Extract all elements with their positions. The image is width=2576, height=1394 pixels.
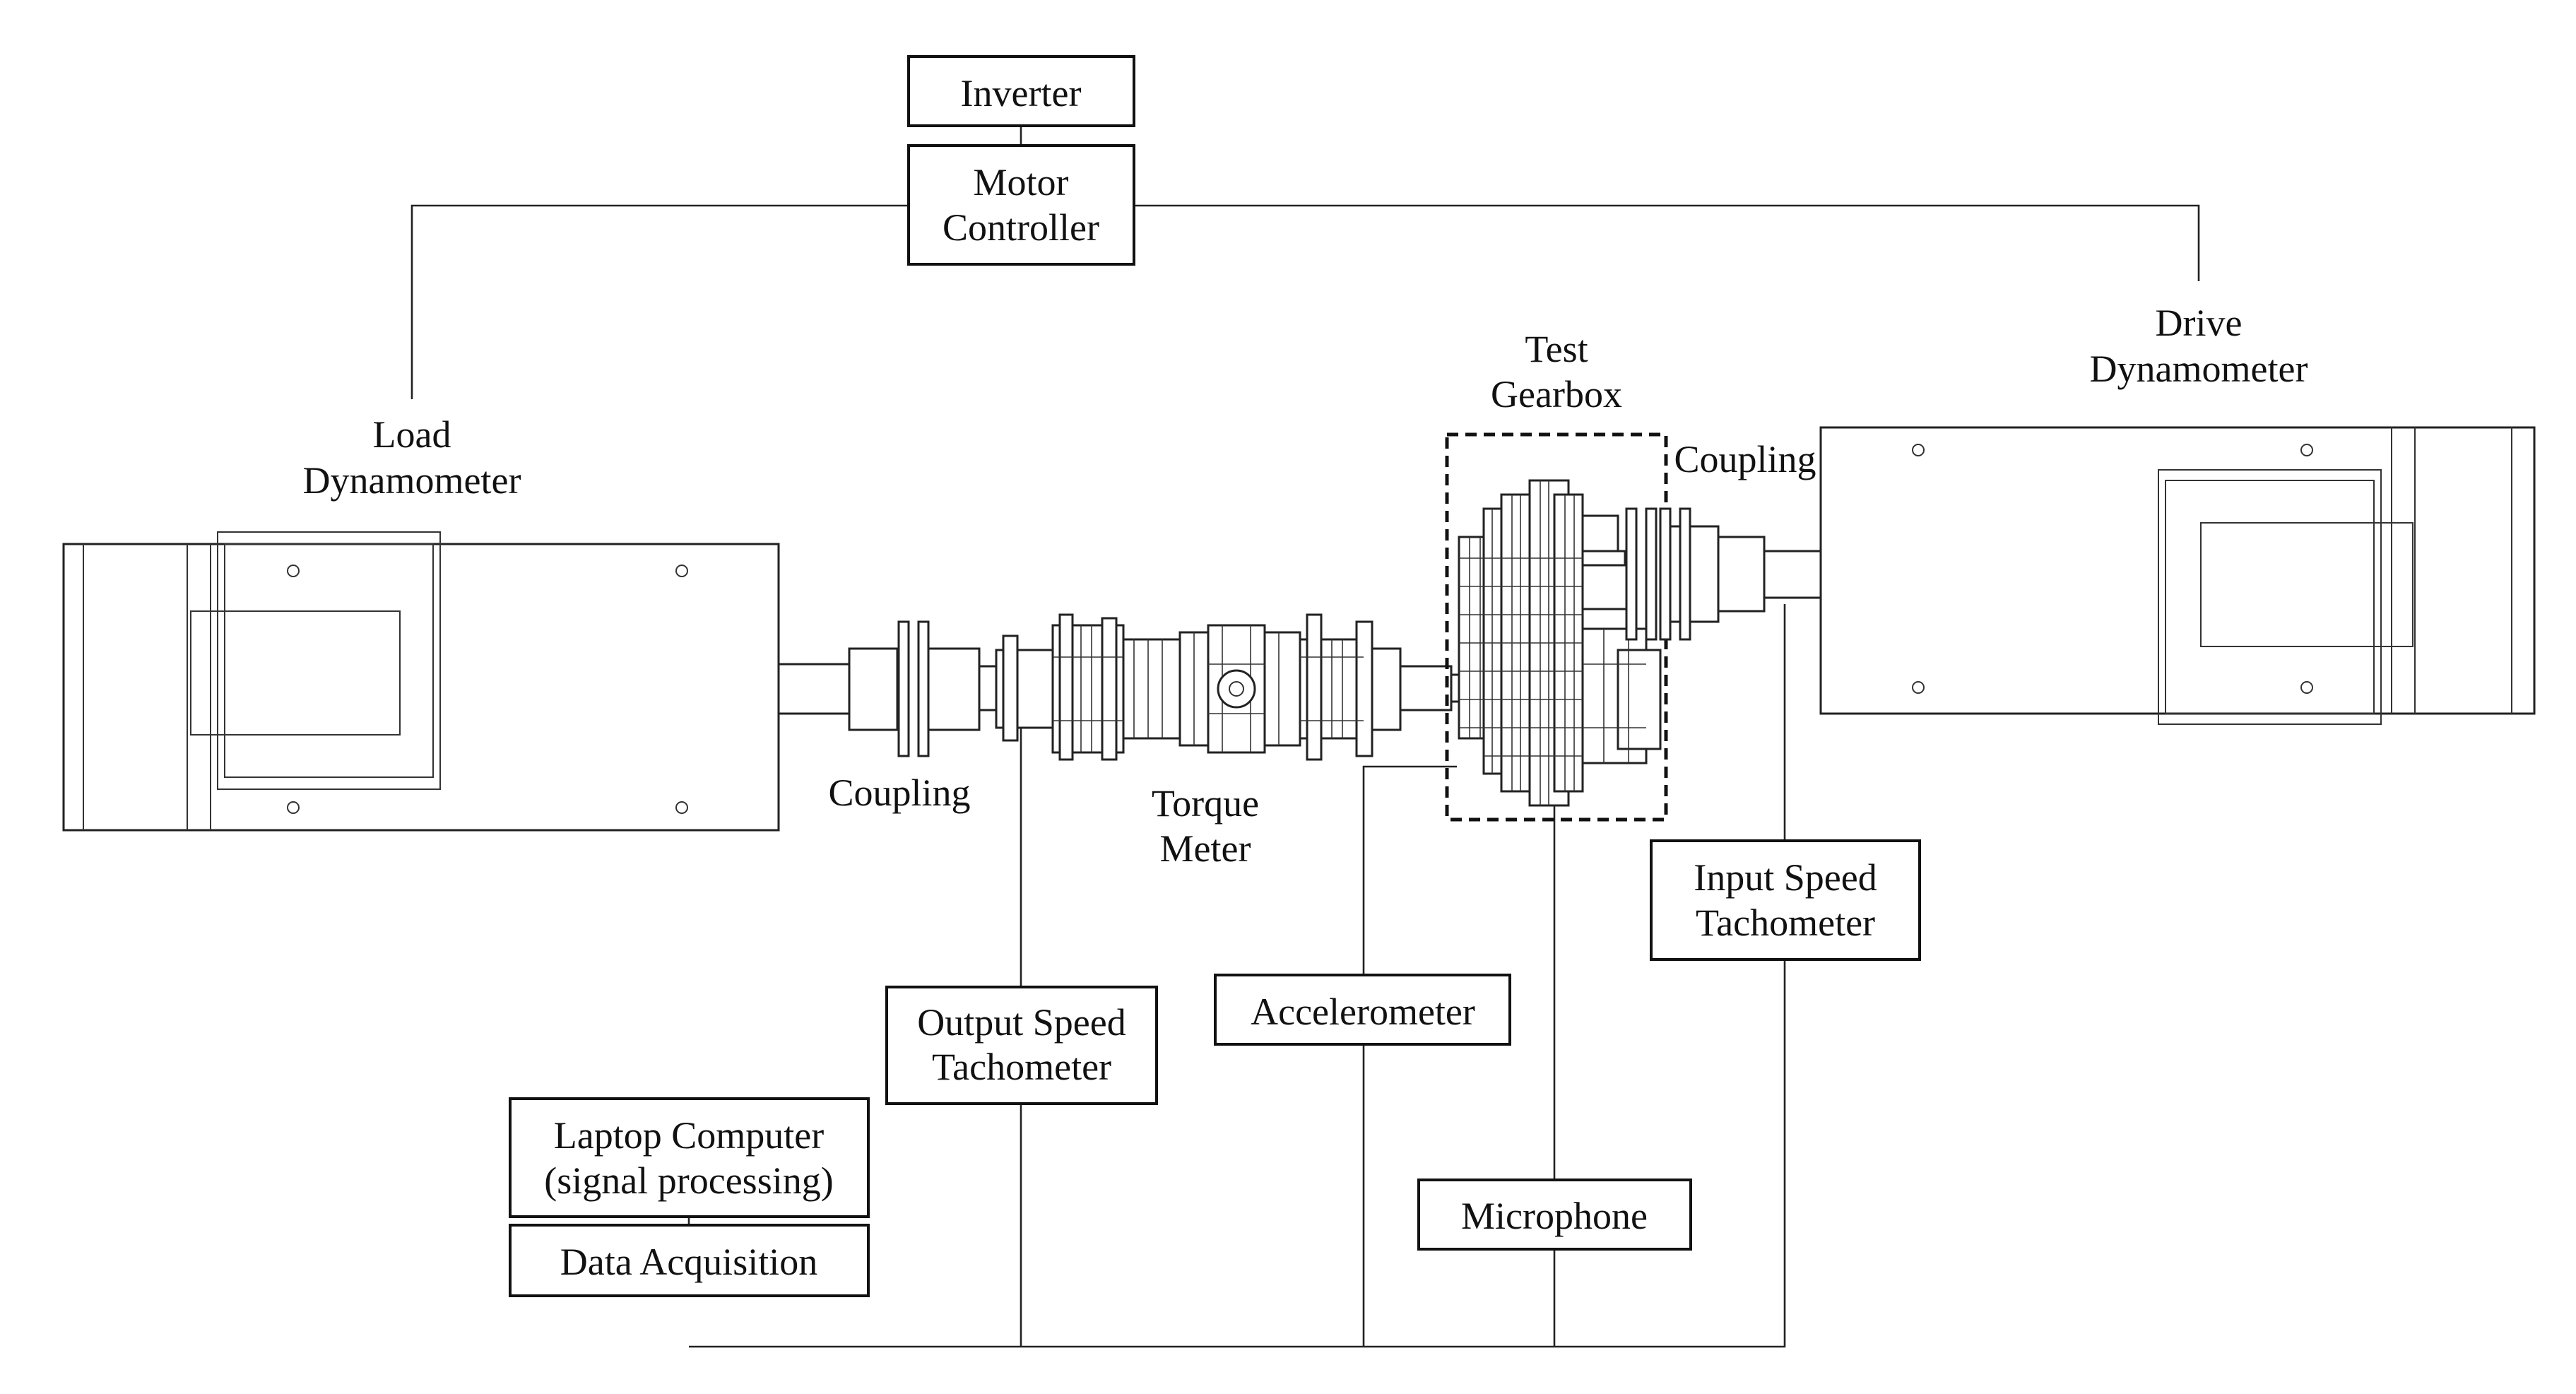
coupling-left [848, 620, 1009, 757]
output-speed-tachometer-box: Output Speed Tachometer [885, 986, 1158, 1105]
input-speed-tachometer-label-line2: Tachometer [1696, 902, 1875, 944]
accelerometer-label: Accelerometer [1251, 991, 1475, 1033]
coupling-left-label: Coupling [828, 772, 970, 814]
accelerometer-box: Accelerometer [1214, 974, 1511, 1046]
motor-controller-label-line2: Controller [943, 206, 1099, 249]
load-dynamometer-label-line2: Dynamometer [303, 459, 521, 502]
output-speed-tachometer-label-line2: Tachometer [932, 1046, 1111, 1088]
input-speed-tachometer-box: Input Speed Tachometer [1650, 839, 1921, 961]
microphone-box: Microphone [1417, 1179, 1692, 1251]
coupling-right-label: Coupling [1674, 438, 1816, 480]
load-dynamometer [62, 531, 851, 832]
torque-meter-label-line1: Torque [1152, 782, 1259, 825]
inverter-label: Inverter [961, 72, 1082, 114]
laptop-computer-label-line1: Laptop Computer [554, 1114, 824, 1157]
data-acquisition-label: Data Acquisition [560, 1241, 817, 1283]
coupling-right [1581, 507, 1822, 641]
laptop-computer-box: Laptop Computer (signal processing) [509, 1097, 870, 1218]
power-wiring [410, 112, 2200, 399]
motor-controller-box: Motor Controller [907, 144, 1135, 266]
laptop-computer-label-line2: (signal processing) [544, 1159, 833, 1202]
data-acquisition-box: Data Acquisition [509, 1224, 870, 1297]
motor-controller-label-line1: Motor [974, 161, 1069, 203]
inverter-box: Inverter [907, 55, 1135, 127]
drive-dynamometer-label-line2: Dynamometer [2090, 348, 2308, 390]
microphone-label: Microphone [1461, 1195, 1648, 1237]
test-gearbox-label-line2: Gearbox [1491, 373, 1622, 415]
input-speed-tachometer-label-line1: Input Speed [1694, 856, 1877, 899]
torque-meter-assembly [995, 613, 1453, 761]
torque-meter-label-line2: Meter [1160, 827, 1251, 870]
test-gearbox-label-line1: Test [1525, 328, 1588, 370]
drive-dynamometer-label-line1: Drive [2156, 302, 2243, 344]
drive-dynamometer [1819, 426, 2536, 725]
output-speed-tachometer-label-line1: Output Speed [917, 1001, 1125, 1044]
load-dynamometer-label-line1: Load [373, 413, 451, 456]
